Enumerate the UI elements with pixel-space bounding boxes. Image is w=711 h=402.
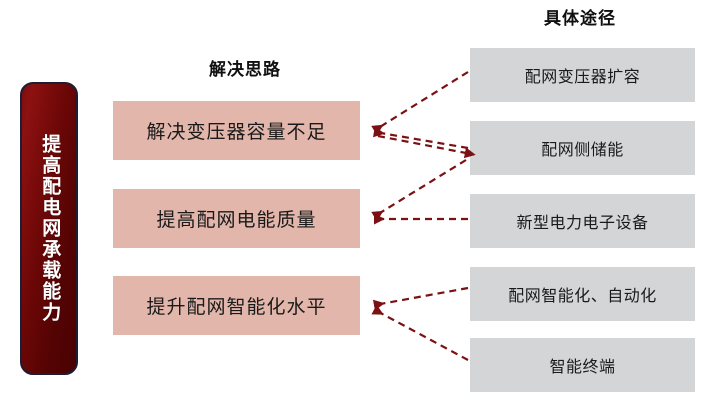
solution-box-3-label: 提升配网智能化水平 (146, 297, 327, 318)
approach-box-5-label: 智能终端 (549, 359, 616, 376)
connector-storage-to-quality (371, 159, 467, 222)
connector-automation (372, 286, 469, 311)
approach-box-2-label: 配网侧储能 (541, 142, 624, 159)
main-goal-banner: 提高配电网承载能力 (20, 82, 78, 375)
approach-box-4: 配网智能化、自动化 (470, 267, 695, 321)
solution-box-1: 解决变压器容量不足 (113, 101, 360, 160)
column-header-solutions: 解决思路 (209, 60, 281, 79)
connector-transformer-expansion (371, 71, 469, 136)
connector-storage-to-capacity (372, 126, 469, 150)
connector-smart-terminal (371, 304, 469, 361)
column-header-approaches: 具体途径 (544, 9, 616, 28)
connector-capacity-to-storage (377, 134, 476, 159)
solution-box-3: 提升配网智能化水平 (113, 276, 360, 335)
solution-box-1-label: 解决变压器容量不足 (146, 122, 327, 143)
solution-box-2: 提高配网电能质量 (113, 189, 360, 248)
approach-box-1: 配网变压器扩容 (470, 48, 695, 102)
approach-box-1-label: 配网变压器扩容 (524, 69, 641, 86)
approach-box-4-label: 配网智能化、自动化 (508, 288, 657, 305)
approach-box-2: 配网侧储能 (470, 121, 695, 175)
approach-box-3: 新型电力电子设备 (470, 194, 695, 248)
approach-box-5: 智能终端 (470, 338, 695, 392)
approach-box-3-label: 新型电力电子设备 (516, 215, 649, 232)
main-goal-banner-label: 提高配电网承载能力 (39, 134, 61, 323)
solution-box-2-label: 提高配网电能质量 (156, 210, 317, 231)
